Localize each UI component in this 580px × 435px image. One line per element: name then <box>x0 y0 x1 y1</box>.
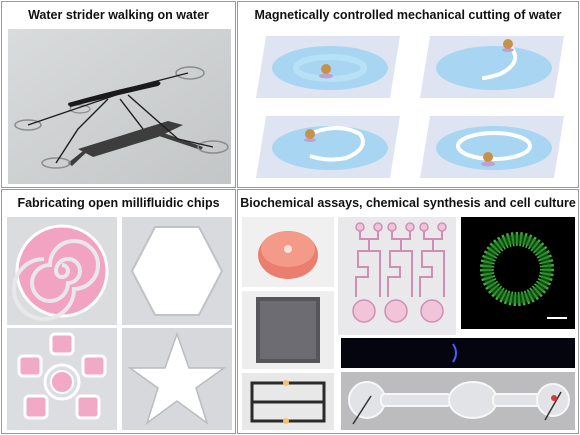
spiral-chip-photo <box>7 217 117 325</box>
branching-channel-photo <box>338 217 456 335</box>
cutting-step-4 <box>412 108 572 184</box>
panel-biochemical-assays: Biochemical assays, chemical synthesis a… <box>237 189 579 434</box>
cutting-step-2 <box>412 28 572 104</box>
flower-chip-photo <box>7 328 117 430</box>
red-droplet-photo <box>242 217 334 287</box>
panel-title: Biochemical assays, chemical synthesis a… <box>240 196 576 210</box>
dark-channel-strip <box>341 338 575 368</box>
hexagon-chip-photo <box>122 217 232 325</box>
cutting-step-3 <box>248 108 408 184</box>
panel-water-strider: Water strider walking on water <box>1 1 236 188</box>
panel-title: Magnetically controlled mechanical cutti… <box>254 8 562 22</box>
panel-millifluidic-chips: Fabricating open millifluidic chips <box>1 189 236 434</box>
cell-culture-channel-photo <box>341 372 575 430</box>
star-chip-photo <box>122 328 232 430</box>
panel-magnetic-cutting: Magnetically controlled mechanical cutti… <box>237 1 579 188</box>
water-strider-photo <box>8 29 231 184</box>
cutting-step-1 <box>248 28 408 104</box>
panel-title: Fabricating open millifluidic chips <box>17 196 220 210</box>
metal-circuit-photo <box>242 373 334 430</box>
panel-title: Water strider walking on water <box>28 8 209 22</box>
fluorescence-micrograph <box>461 217 575 329</box>
dark-film-photo <box>242 291 334 369</box>
